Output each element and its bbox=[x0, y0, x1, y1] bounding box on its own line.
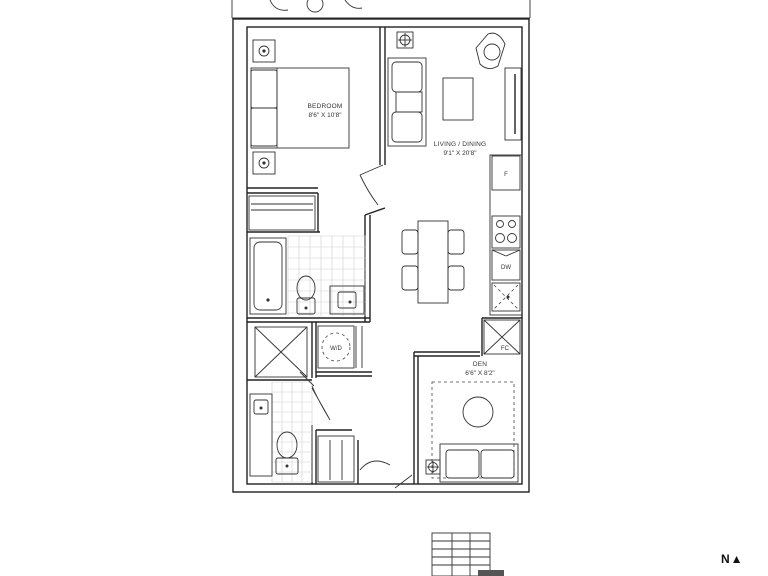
second-bathroom bbox=[249, 326, 331, 477]
balcony bbox=[231, 0, 531, 19]
armchair bbox=[475, 32, 506, 69]
toilet-2 bbox=[275, 431, 299, 475]
fridge: F bbox=[491, 155, 521, 191]
nightstand-bottom bbox=[252, 151, 276, 175]
key-plan bbox=[431, 532, 504, 576]
kitchen-sink bbox=[491, 282, 521, 312]
bathroom-tiles bbox=[271, 235, 366, 483]
den-rug bbox=[431, 381, 515, 479]
main-bathroom bbox=[249, 237, 365, 315]
bedroom-dimensions: 8'6" X 10'8" bbox=[308, 112, 342, 119]
tv-console bbox=[504, 67, 522, 141]
cooktop bbox=[491, 215, 521, 249]
front-closet: FC bbox=[483, 319, 521, 355]
sofa bbox=[387, 57, 427, 147]
living-dining-dimensions: 9'1" X 20'8" bbox=[443, 150, 477, 157]
bedroom-label: BEDROOM bbox=[308, 103, 343, 110]
bathtub bbox=[249, 237, 287, 315]
den-lamp bbox=[425, 459, 441, 475]
den-dimensions: 6'6" X 8'2" bbox=[465, 370, 495, 377]
dining-set bbox=[401, 220, 465, 304]
living-dining-label: LIVING / DINING bbox=[434, 141, 486, 148]
entry-closet bbox=[317, 435, 355, 483]
north-compass: N▲ bbox=[721, 552, 744, 566]
dishwasher-label: DW bbox=[501, 265, 511, 271]
bed bbox=[250, 67, 350, 149]
shower bbox=[254, 326, 315, 387]
den-sofa bbox=[439, 443, 519, 483]
kitchen: F DW FC bbox=[483, 154, 523, 355]
nightstand-top bbox=[252, 39, 276, 63]
fridge-label: F bbox=[504, 172, 508, 178]
washer-dryer-label: W/D bbox=[330, 346, 342, 352]
dishwasher: DW bbox=[491, 249, 521, 281]
toilet-1 bbox=[296, 275, 316, 315]
living-dining: LIVING / DINING 9'1" X 20'8" bbox=[387, 31, 522, 304]
den-label: DEN bbox=[473, 361, 487, 368]
floor-lamp bbox=[396, 31, 414, 49]
den-round-table bbox=[462, 396, 494, 428]
washer-dryer: W/D bbox=[317, 325, 363, 369]
front-closet-label: FC bbox=[501, 346, 510, 352]
bedroom-closet bbox=[248, 195, 316, 231]
bedroom: BEDROOM 8'6" X 10'8" bbox=[248, 39, 350, 231]
den: DEN 6'6" X 8'2" bbox=[425, 361, 519, 483]
vanity-sink-1 bbox=[329, 285, 365, 315]
coffee-table bbox=[442, 77, 474, 121]
vanity-sink-2 bbox=[249, 393, 273, 477]
